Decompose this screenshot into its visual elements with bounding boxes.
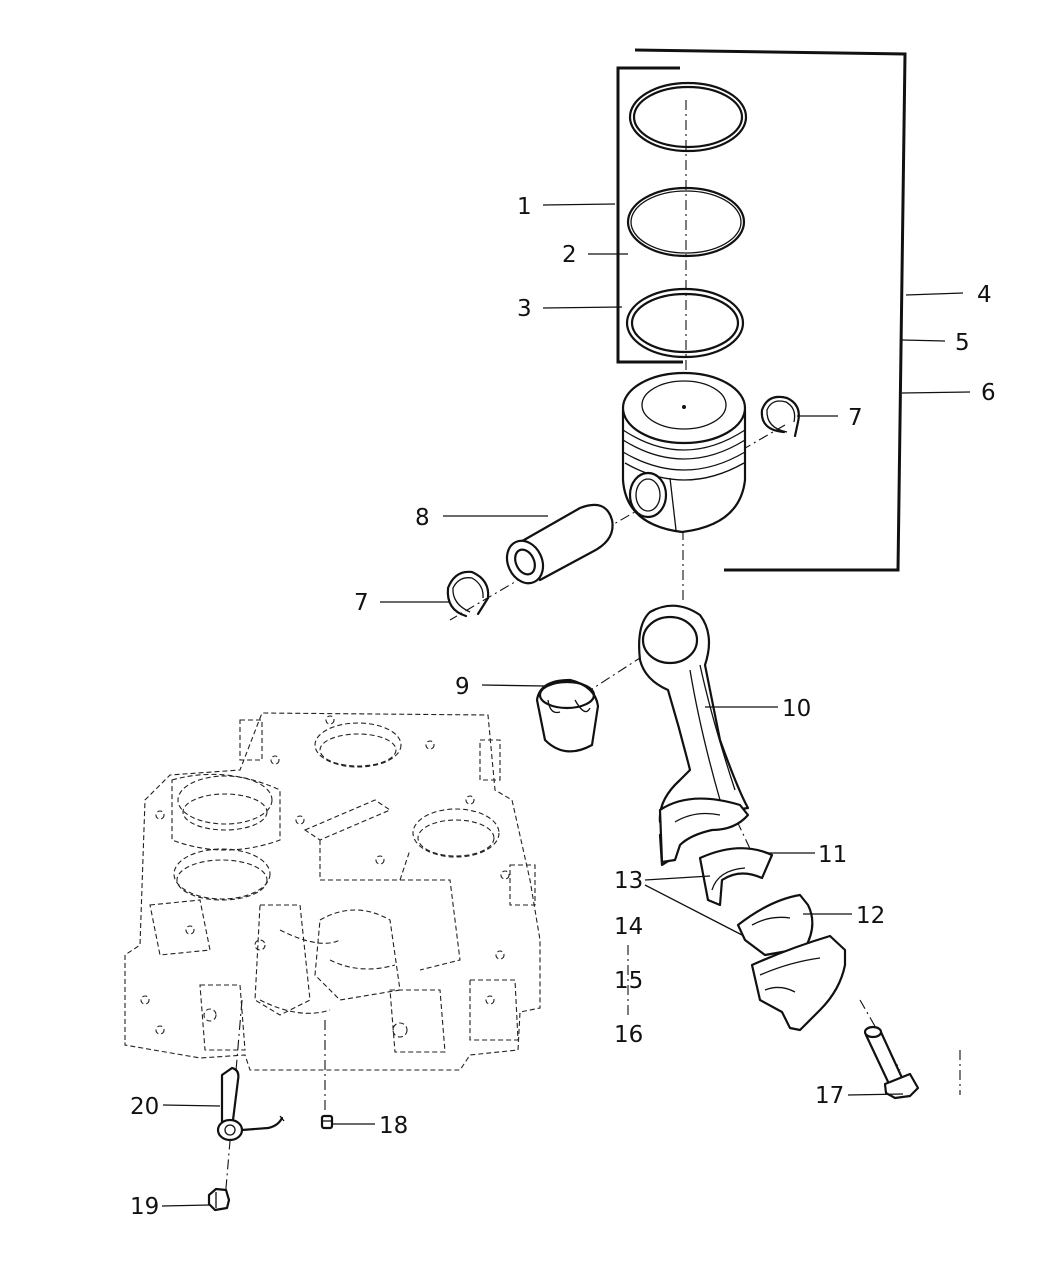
callout-11: 11 (818, 842, 847, 868)
callout-labels: 1 2 3 4 5 6 7 7 8 9 10 11 12 13 14 15 16… (130, 194, 996, 1220)
connecting-rod (638, 604, 750, 867)
callout-15: 15 (614, 968, 643, 994)
callout-20: 20 (130, 1094, 159, 1120)
callout-7-lower: 7 (354, 590, 369, 616)
piston-ring-set-bracket (616, 66, 683, 364)
callout-16: 16 (614, 1022, 643, 1048)
piston-pin-retainer-upper (760, 395, 800, 438)
callout-1: 1 (517, 194, 532, 220)
callout-7-upper: 7 (848, 405, 863, 431)
callout-17: 17 (815, 1083, 844, 1109)
connecting-rod-bolt (863, 1025, 920, 1100)
block-plug (320, 1114, 334, 1130)
callout-14: 14 (614, 914, 643, 940)
callout-6: 6 (981, 380, 996, 406)
callout-3: 3 (517, 296, 532, 322)
callout-13: 13 (614, 868, 643, 894)
callout-10: 10 (782, 696, 811, 722)
callout-2: 2 (562, 242, 577, 268)
connecting-rod-cap (750, 934, 847, 1032)
callout-5: 5 (955, 330, 970, 356)
piston (621, 371, 747, 534)
upper-bearing-shell (698, 847, 774, 907)
callout-8: 8 (415, 505, 430, 531)
piston-pin (505, 503, 614, 585)
callout-19: 19 (130, 1194, 159, 1220)
top-compression-ring (628, 81, 748, 153)
piston-pin-bushing (535, 678, 600, 753)
leader-lines (161, 203, 971, 1207)
callout-9: 9 (455, 674, 470, 700)
piston-pin-retainer-lower (446, 570, 490, 618)
centerlines (224, 100, 961, 1201)
engine-block (124, 712, 541, 1071)
oil-control-ring (625, 287, 745, 359)
nozzle-bolt (207, 1187, 231, 1212)
second-compression-ring (626, 186, 746, 258)
callout-12: 12 (856, 903, 885, 929)
piston-cooling-nozzle (216, 1066, 285, 1142)
callout-4: 4 (977, 282, 992, 308)
piston-assembly-bracket (634, 48, 907, 572)
callout-18: 18 (379, 1113, 408, 1139)
